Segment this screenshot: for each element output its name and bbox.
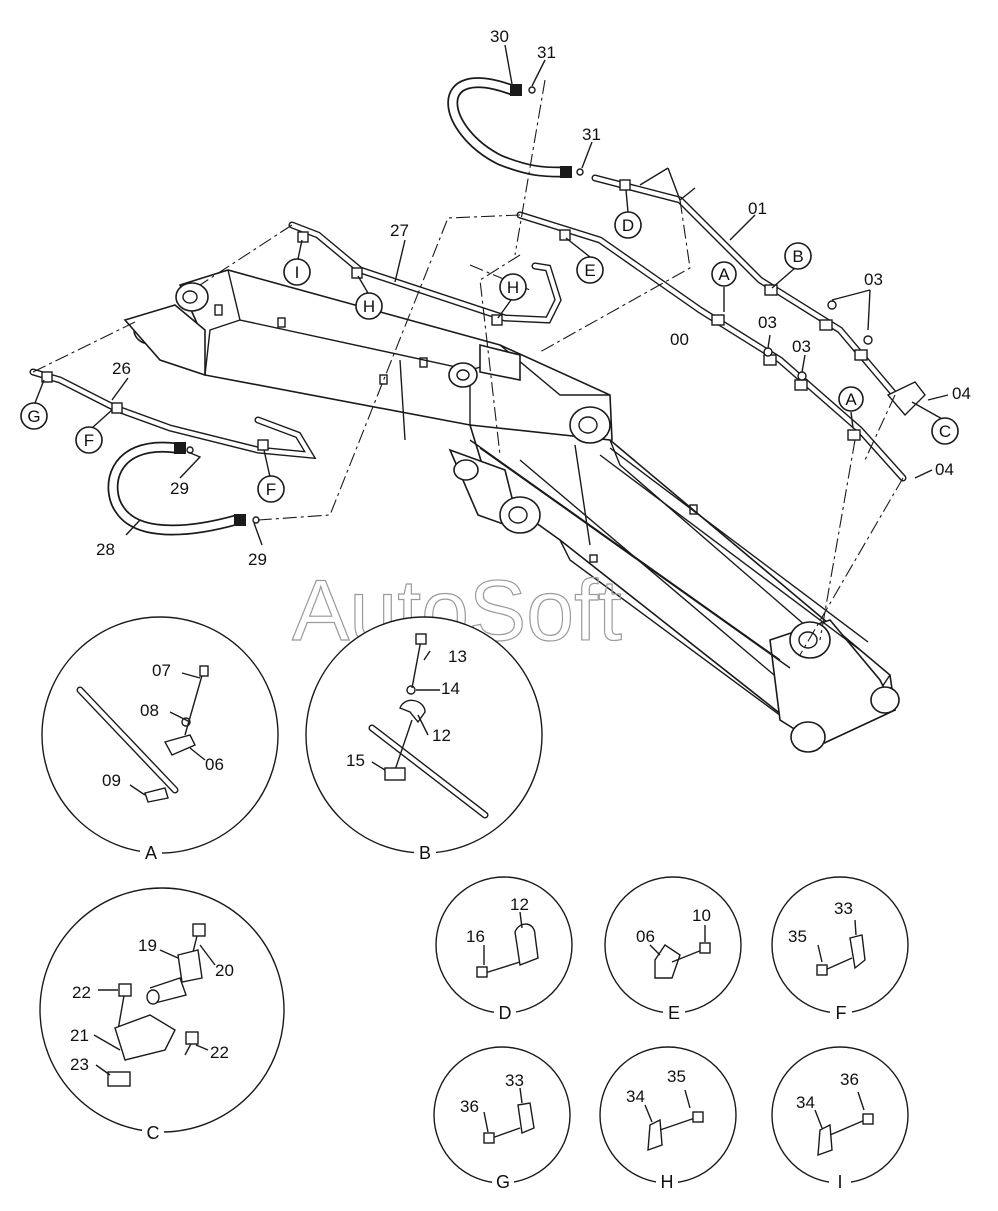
part-label-01: 01 (748, 199, 767, 218)
detail-i-part-34: 34 (796, 1093, 815, 1112)
detail-c-part-19: 19 (138, 936, 157, 955)
detail-a-part-07: 07 (152, 661, 171, 680)
detail-g: 36 33 G (433, 1046, 571, 1192)
detail-h-part-34: 34 (626, 1087, 645, 1106)
part-label-03: 03 (864, 270, 883, 289)
detail-c-part-22: 22 (72, 983, 91, 1002)
detail-e: 06 10 E (604, 876, 742, 1023)
detail-h-part-35: 35 (667, 1067, 686, 1086)
callout-label-a: A (718, 265, 730, 284)
part-label-30: 30 (490, 27, 509, 46)
detail-b-part-12: 12 (432, 726, 451, 745)
callout-label-e: E (584, 261, 595, 280)
detail-g-part-36: 36 (460, 1097, 479, 1116)
part-label-03: 03 (792, 337, 811, 356)
detail-h-title: H (661, 1172, 674, 1192)
detail-c-part-20: 20 (215, 961, 234, 980)
detail-d: 16 12 D (435, 876, 573, 1023)
detail-g-part-33: 33 (505, 1071, 524, 1090)
detail-b-title: B (419, 843, 431, 863)
detail-i: 34 36 I (771, 1046, 909, 1192)
detail-b-part-15: 15 (346, 751, 365, 770)
detail-f-title: F (836, 1003, 847, 1023)
callout-label-h: H (363, 297, 375, 316)
callout-markers: A A B C D E F F G H (20, 189, 959, 503)
part-label-29: 29 (170, 479, 189, 498)
detail-g-title: G (496, 1172, 510, 1192)
part-label-04: 04 (935, 460, 954, 479)
part-label-28: 28 (96, 540, 115, 559)
detail-c-title: C (147, 1123, 160, 1143)
detail-d-part-16: 16 (466, 927, 485, 946)
detail-e-part-10: 10 (692, 906, 711, 925)
callout-label-g: G (27, 407, 40, 426)
detail-d-part-12: 12 (510, 895, 529, 914)
detail-c-part-23: 23 (70, 1055, 89, 1074)
detail-a: 07 08 06 09 A (41, 616, 279, 863)
callout-label-f: F (84, 431, 94, 450)
callout-label-f: F (266, 480, 276, 499)
callout-label-h: H (507, 278, 519, 297)
detail-a-part-08: 08 (140, 701, 159, 720)
detail-b-part-13: 13 (448, 647, 467, 666)
detail-c-part-21: 21 (70, 1026, 89, 1045)
boom-structure (123, 269, 900, 753)
detail-a-part-09: 09 (102, 771, 121, 790)
detail-f-part-35: 35 (788, 927, 807, 946)
detail-c-part-22: 22 (210, 1043, 229, 1062)
detail-e-part-06: 06 (636, 927, 655, 946)
detail-b: 13 14 12 15 B (305, 616, 543, 863)
part-label-03: 03 (758, 313, 777, 332)
detail-a-title: A (145, 843, 157, 863)
detail-i-title: I (837, 1172, 842, 1192)
detail-f: 35 33 F (771, 876, 909, 1023)
detail-d-title: D (499, 1003, 512, 1023)
leader-lines (32, 79, 904, 656)
part-label-27: 27 (390, 221, 409, 240)
part-label-04: 04 (952, 384, 971, 403)
part-label-00: 00 (670, 330, 689, 349)
part-label-31: 31 (537, 43, 556, 62)
callout-label-c: C (939, 422, 951, 441)
part-leaders (111, 44, 949, 546)
callout-label-b: B (792, 247, 803, 266)
callout-label-a: A (845, 390, 857, 409)
detail-a-part-06: 06 (205, 755, 224, 774)
callout-label-i: I (295, 263, 300, 282)
part-label-26: 26 (112, 359, 131, 378)
detail-h: 34 35 H (599, 1046, 737, 1192)
detail-i-part-36: 36 (840, 1070, 859, 1089)
detail-c: 19 20 22 21 22 23 C (39, 887, 285, 1143)
detail-e-title: E (668, 1003, 680, 1023)
detail-b-part-14: 14 (441, 679, 460, 698)
part-label-31: 31 (582, 125, 601, 144)
piping (29, 77, 926, 669)
part-label-29: 29 (248, 550, 267, 569)
detail-f-part-33: 33 (834, 899, 853, 918)
part-labels: 30 31 31 01 03 03 03 00 04 04 27 26 29 2… (96, 27, 971, 569)
callout-label-d: D (622, 216, 634, 235)
bolts-03 (763, 300, 873, 381)
